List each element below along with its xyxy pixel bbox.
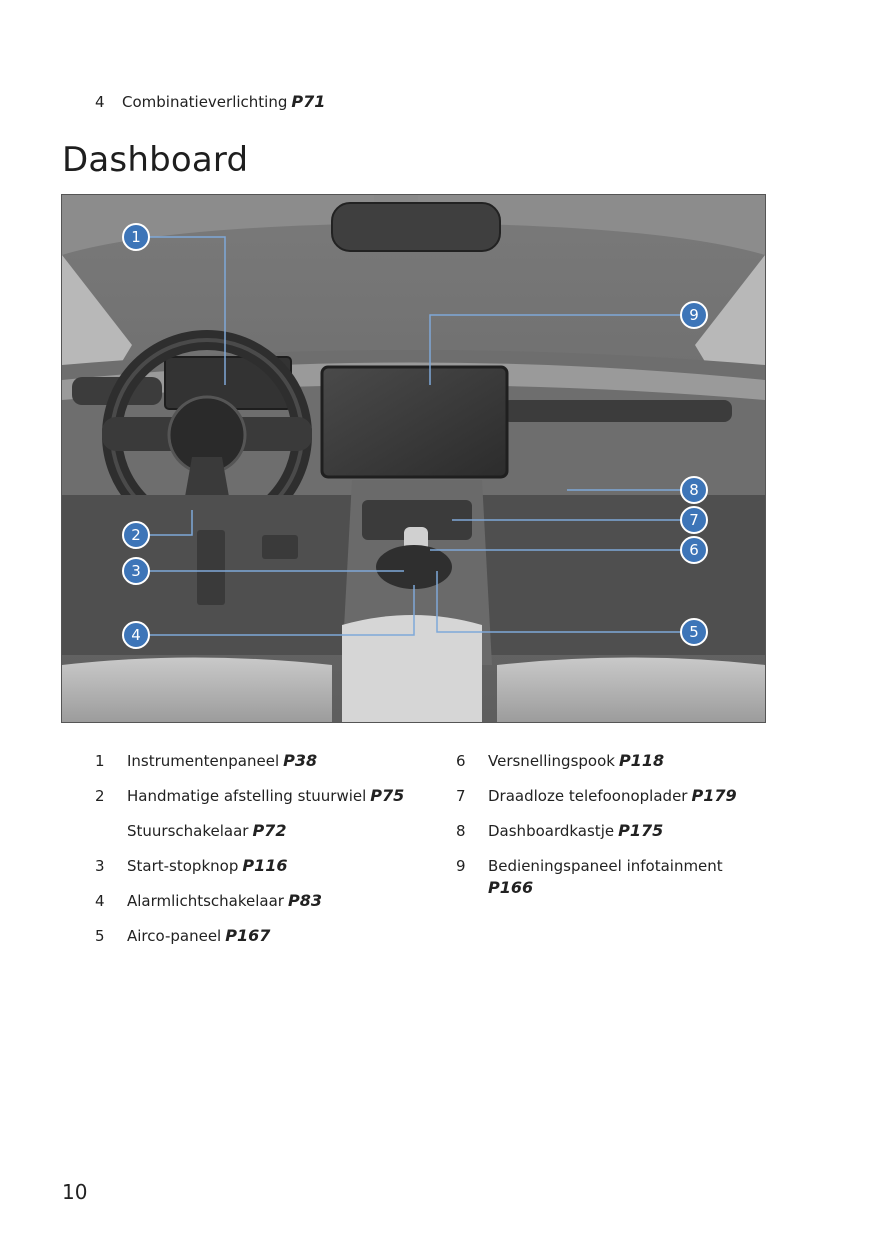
item-label: Combinatieverlichting	[122, 93, 288, 111]
page-reference-link[interactable]: P72	[252, 821, 287, 840]
page-number: 10	[62, 1180, 88, 1204]
callout-9: 9	[689, 306, 699, 324]
page-reference-link[interactable]: P83	[287, 891, 322, 910]
page-reference-link[interactable]: P75	[370, 786, 405, 805]
page-reference-link[interactable]: P38	[283, 751, 318, 770]
callout-2: 2	[131, 526, 141, 544]
callout-markers	[122, 223, 708, 649]
section-title: Dashboard	[62, 140, 249, 180]
page-reference-link[interactable]: P166	[488, 878, 534, 897]
callout-7: 7	[689, 511, 699, 529]
page-reference-link[interactable]: P179	[691, 786, 737, 805]
page-reference-link[interactable]: P167	[225, 926, 271, 945]
page-reference-link[interactable]: P175	[618, 821, 664, 840]
page-reference-link[interactable]: P118	[618, 751, 665, 770]
callout-8: 8	[689, 481, 699, 499]
callout-5: 5	[689, 623, 699, 641]
page-reference-link[interactable]: P71	[291, 92, 326, 111]
callout-1: 1	[131, 228, 141, 246]
callout-3: 3	[131, 562, 141, 580]
page-reference-link[interactable]: P116	[242, 856, 288, 875]
dashboard-illustration: 1 2 3 4 5 6 7 8 9	[61, 194, 766, 723]
callout-6: 6	[689, 541, 699, 559]
callout-4: 4	[131, 626, 141, 644]
item-number: 4	[95, 93, 105, 111]
